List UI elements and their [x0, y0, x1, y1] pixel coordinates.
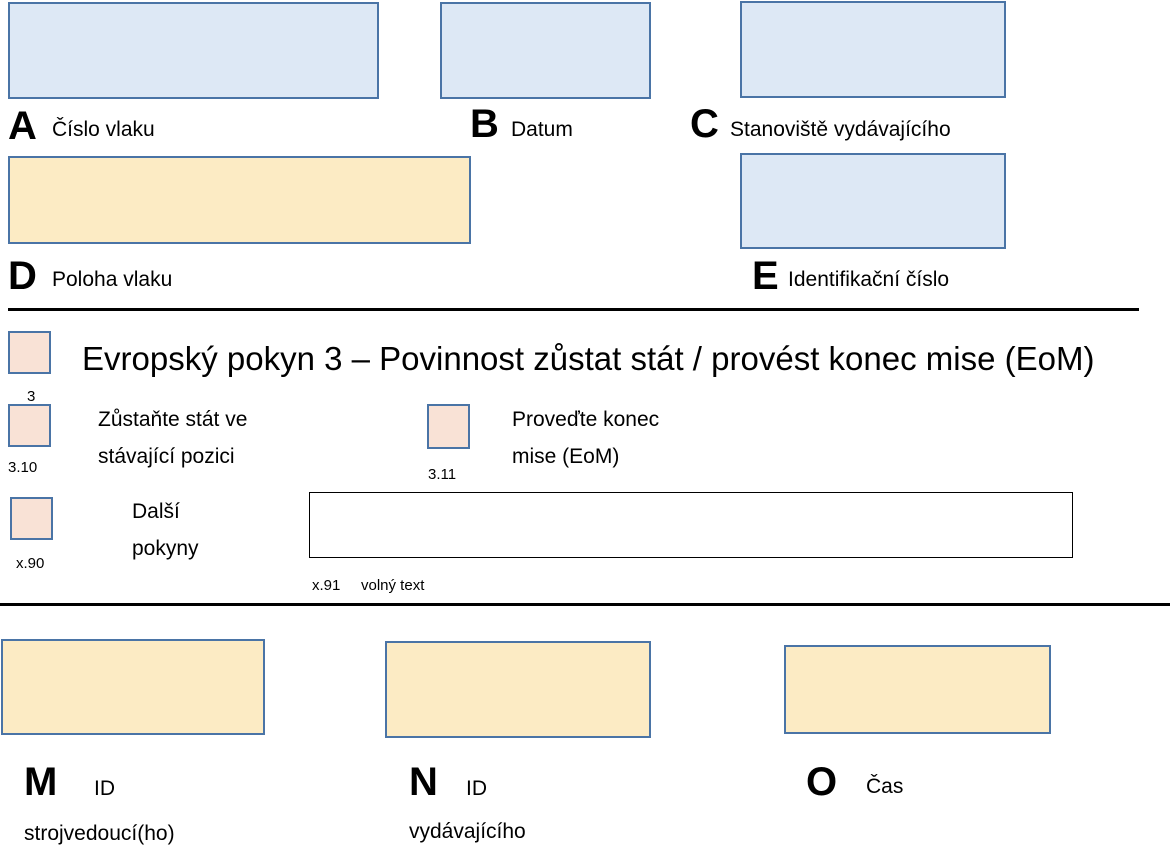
field-letter-e: E [752, 254, 779, 298]
divider-top [8, 308, 1139, 311]
time-field[interactable] [784, 645, 1051, 734]
identification-number-label: Identifikační číslo [788, 268, 950, 291]
field-letter-m: M [24, 760, 58, 804]
end-of-mission-line1: Proveďte konec [512, 408, 660, 431]
date-field[interactable] [440, 2, 651, 99]
instruction-3-checkbox[interactable] [8, 331, 51, 374]
end-of-mission-label: Proveďte konec mise (EoM) [512, 401, 659, 475]
field-letter-n: N [409, 760, 438, 804]
issuer-id-label-line1: ID [466, 777, 487, 800]
instruction-3-code: 3 [27, 388, 36, 405]
further-instructions-code: x.90 [16, 555, 45, 572]
time-label: Čas [866, 775, 904, 798]
issuer-post-field[interactable] [740, 1, 1006, 98]
end-of-mission-code: 3.11 [428, 466, 457, 483]
further-instructions-label: Další pokyny [132, 493, 199, 567]
field-letter-d: D [8, 254, 37, 298]
date-label: Datum [511, 118, 573, 141]
stay-in-position-code: 3.10 [8, 459, 38, 476]
free-text-label: volný text [361, 577, 425, 594]
train-location-field[interactable] [8, 156, 471, 244]
stay-in-position-line1: Zůstaňte stát ve [98, 408, 248, 431]
field-letter-a: A [8, 104, 37, 148]
free-text-code: x.91 [312, 577, 341, 594]
issuer-id-label-line2: vydávajícího [409, 820, 526, 843]
field-letter-o: O [806, 760, 838, 804]
end-of-mission-checkbox[interactable] [427, 404, 470, 449]
further-instructions-checkbox[interactable] [10, 497, 53, 540]
identification-number-field[interactable] [740, 153, 1006, 249]
field-letter-b: B [470, 102, 499, 146]
issuer-id-field[interactable] [385, 641, 651, 738]
train-number-label: Číslo vlaku [52, 118, 155, 141]
further-instructions-line2: pokyny [132, 537, 199, 560]
further-instructions-line1: Další [132, 500, 180, 523]
instruction-title: Evropský pokyn 3 – Povinnost zůstat stát… [82, 340, 1095, 377]
train-location-label: Poloha vlaku [52, 268, 173, 291]
end-of-mission-line2: mise (EoM) [512, 445, 620, 468]
free-text-input[interactable] [309, 492, 1073, 558]
driver-id-field[interactable] [1, 639, 265, 735]
stay-in-position-checkbox[interactable] [8, 404, 51, 447]
divider-bottom [0, 603, 1170, 606]
issuer-post-label: Stanoviště vydávajícího [730, 118, 951, 141]
train-number-field[interactable] [8, 2, 379, 99]
stay-in-position-label: Zůstaňte stát ve stávající pozici [98, 401, 247, 475]
stay-in-position-line2: stávající pozici [98, 445, 235, 468]
driver-id-label-line2: strojvedoucí(ho) [24, 822, 175, 845]
driver-id-label-line1: ID [94, 777, 115, 800]
field-letter-c: C [690, 102, 719, 146]
